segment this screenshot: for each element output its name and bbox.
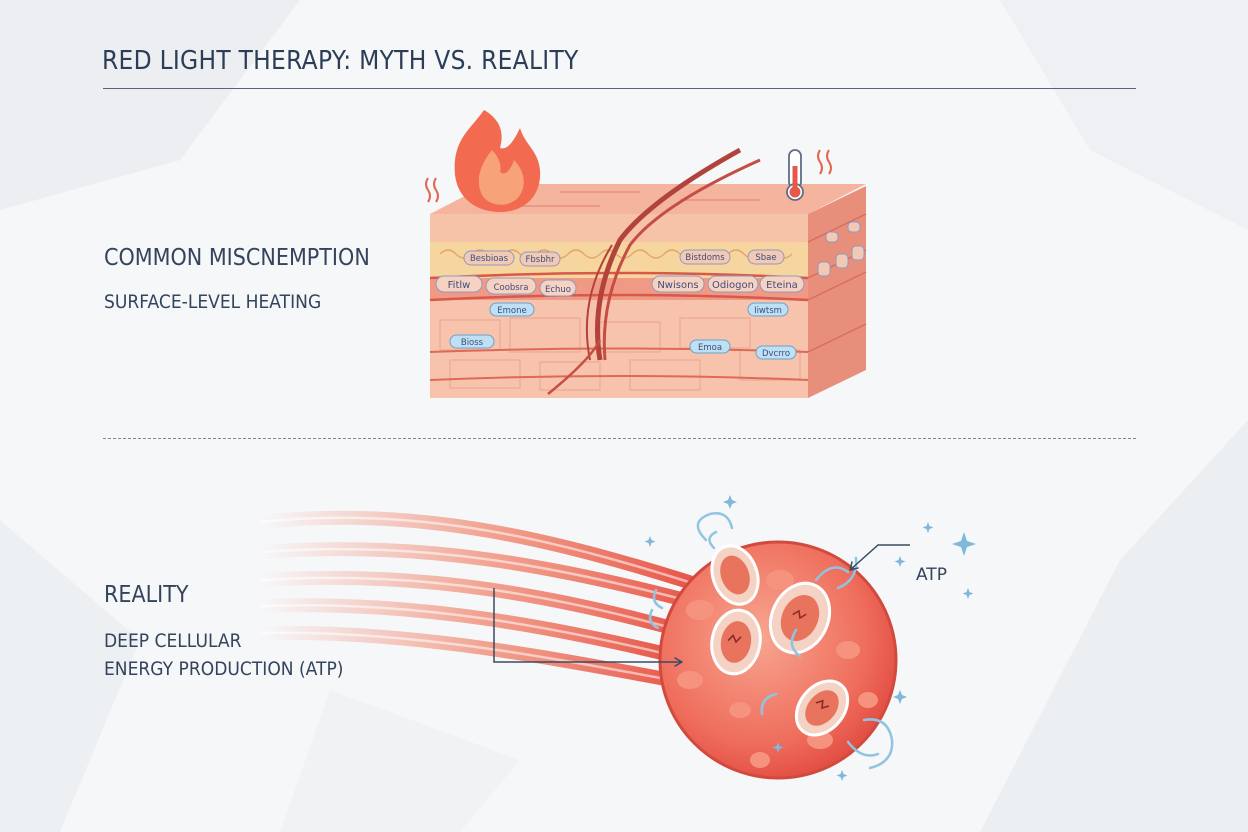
- skin-label-1: Besbioas: [470, 254, 509, 264]
- sparkle-icon: [644, 495, 976, 781]
- heat-waves-icon: [425, 177, 439, 203]
- thermometer-icon: [786, 149, 804, 201]
- red-light-beams: [255, 510, 737, 695]
- skin-label-6: Coobsra: [494, 283, 529, 293]
- energy-swirls: [648, 512, 894, 770]
- flame-icon: [454, 110, 541, 212]
- skin-label-12: Iiwtsm: [754, 306, 782, 316]
- skin-label-2: Fbsbhr: [526, 255, 555, 265]
- skin-label-5: Fitlw: [448, 280, 471, 291]
- skin-label-8: Nwisons: [657, 280, 698, 291]
- skin-label-13: Bioss: [461, 338, 484, 348]
- skin-label-7: Echuo: [545, 285, 571, 295]
- skin-label-15: Dvcrro: [762, 349, 790, 359]
- myth-heading: COMMON MISCNEMPTION: [104, 245, 370, 271]
- myth-subtitle: SURFACE-LEVEL HEATING: [104, 291, 322, 313]
- section-divider: [103, 438, 1136, 439]
- skin-cross-section: Besbioas Fbsbhr Bistdoms Sbae Fitlw Coob…: [429, 147, 867, 398]
- page-title: RED LIGHT THERAPY: MYTH VS. REALITY: [102, 46, 579, 76]
- reality-heading: REALITY: [104, 582, 189, 608]
- skin-label-3: Bistdoms: [685, 253, 725, 263]
- mitochondria: [710, 544, 850, 737]
- cell: [644, 495, 976, 781]
- skin-label-10: Eteina: [766, 280, 798, 291]
- skin-label-4: Sbae: [755, 253, 776, 263]
- skin-label-11: Emone: [497, 306, 526, 316]
- skin-label-9: Odiogon: [712, 280, 754, 291]
- atp-callout-label: ATP: [916, 565, 947, 585]
- title-divider: [103, 88, 1136, 89]
- beam-pointer-line: [493, 588, 683, 667]
- skin-label-14: Emoa: [698, 343, 722, 353]
- reality-line-1: DEEP CELLULAR: [104, 630, 242, 652]
- atp-callout-line: [849, 544, 910, 571]
- reality-line-2: ENERGY PRODUCTION (ATP): [104, 658, 344, 680]
- heat-waves-icon: [817, 149, 832, 175]
